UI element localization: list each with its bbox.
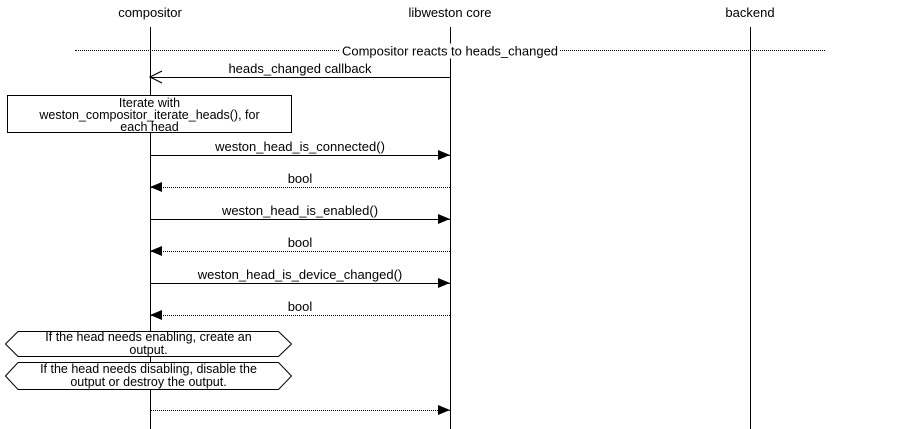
message-line [150, 283, 450, 284]
message-line [150, 77, 450, 78]
note-line: output. [129, 343, 168, 357]
arrowhead-left-icon [150, 246, 162, 256]
message-line [150, 410, 450, 411]
arrowhead-right-icon [438, 150, 450, 160]
note-line: each head [120, 120, 179, 134]
note-line: output or destroy the output. [70, 375, 227, 389]
message-label-heads-changed-callback: heads_changed callback [228, 61, 372, 76]
message-label-bool: bool [287, 235, 313, 250]
actor-label-compositor: compositor [118, 5, 182, 20]
arrowhead-right-icon [438, 214, 450, 224]
message-line [150, 315, 450, 316]
note-line: weston_compositor_iterate_heads(), for [39, 108, 260, 122]
lifeline-compositor [150, 27, 151, 429]
arrowhead-right-icon [438, 278, 450, 288]
arrowhead-left-icon [150, 310, 162, 320]
note-line: Iterate with [118, 96, 181, 110]
condition-note-enable-output: If the head needs enabling, create an ou… [5, 331, 292, 357]
note-line: If the head needs disabling, disable the [40, 362, 257, 376]
message-line [150, 219, 450, 220]
lifeline-backend [750, 27, 751, 429]
message-label-head-is-connected: weston_head_is_connected() [215, 139, 385, 154]
arrowhead-left-icon [150, 182, 162, 192]
condition-note-disable-output: If the head needs disabling, disable the… [5, 362, 292, 390]
message-line [150, 251, 450, 252]
actor-label-libweston-core: libweston core [408, 5, 492, 20]
message-line [150, 155, 450, 156]
note-iterate-heads: Iterate with weston_compositor_iterate_h… [7, 95, 292, 133]
lifeline-libweston-core [450, 27, 451, 429]
arrowhead-open-left-icon [149, 70, 163, 84]
divider-title: Compositor reacts to heads_changed [339, 43, 561, 59]
message-label-bool: bool [287, 171, 313, 186]
note-line: If the head needs enabling, create an [45, 330, 252, 344]
actor-label-backend: backend [725, 5, 775, 20]
arrowhead-right-icon [438, 405, 450, 415]
hexagon-shape [5, 331, 292, 357]
message-label-head-is-enabled: weston_head_is_enabled() [221, 203, 379, 218]
message-line [150, 187, 450, 188]
hexagon-shape [5, 362, 292, 390]
message-label-bool: bool [287, 299, 313, 314]
message-label-head-is-device-changed: weston_head_is_device_changed() [197, 267, 403, 282]
